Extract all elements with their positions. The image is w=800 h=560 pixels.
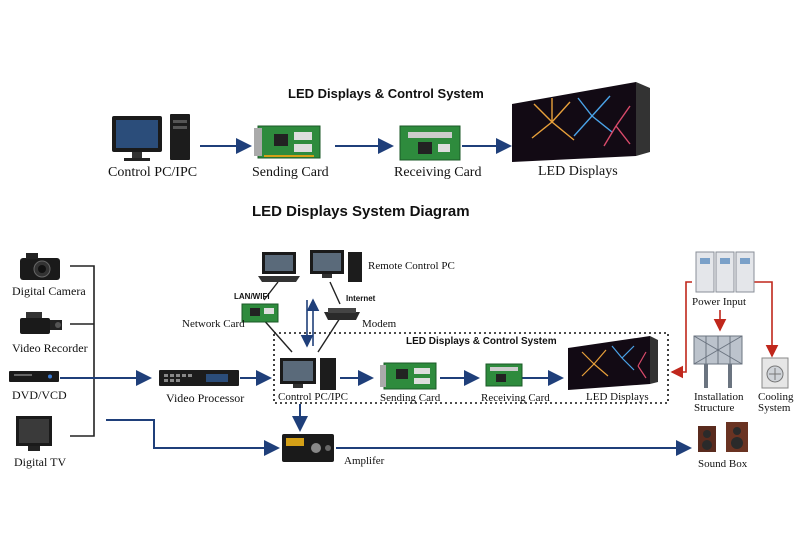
arrow-to-amplifier xyxy=(106,419,280,456)
cooling-line-2: System xyxy=(758,402,791,414)
led-display-icon xyxy=(512,82,652,173)
dvd-player-icon xyxy=(8,368,60,389)
system-title: LED Displays System Diagram xyxy=(252,203,470,220)
installation-structure-icon xyxy=(692,332,744,395)
control-pc-ipc-icon xyxy=(278,356,338,397)
installation-line-2: Structure xyxy=(694,402,735,414)
top-sending-label: Sending Card xyxy=(252,165,329,180)
remote-desktop-pc-icon xyxy=(308,248,364,289)
network-card-icon xyxy=(240,302,280,329)
modem-icon xyxy=(322,306,362,327)
laptop-icon xyxy=(256,250,302,289)
video-processor-label: Video Processor xyxy=(166,391,245,405)
lan-wifi-label: LAN/WIFI xyxy=(234,292,270,301)
box-title: LED Displays & Control System xyxy=(406,336,557,347)
digital-camera-icon xyxy=(18,250,62,287)
power-cabinet-icon xyxy=(694,250,756,299)
source-label-recorder: Video Recorder xyxy=(12,341,88,355)
power-to-display xyxy=(670,281,692,379)
network-card-label: Network Card xyxy=(182,318,245,330)
remote-pc-label: Remote Control PC xyxy=(368,260,455,272)
sound-box-label: Sound Box xyxy=(698,458,748,470)
receiving-card-icon xyxy=(398,124,462,167)
internet-label: Internet xyxy=(346,294,376,303)
system-led-display-icon xyxy=(568,336,660,397)
digital-tv-icon xyxy=(14,414,54,459)
amplifier-label: Amplifer xyxy=(344,455,385,467)
cooling-label: Cooling System xyxy=(758,392,793,414)
video-recorder-icon xyxy=(16,310,64,345)
source-label-camera: Digital Camera xyxy=(12,284,86,298)
sound-box-icon xyxy=(696,420,750,459)
source-label-dvd: DVD/VCD xyxy=(12,388,67,402)
control-pc-label: Control PC/IPC xyxy=(278,391,348,403)
top-title: LED Displays & Control System xyxy=(288,86,484,101)
sending-card-icon xyxy=(254,122,324,167)
cooling-line-1: Cooling xyxy=(758,391,794,403)
modem-label: Modem xyxy=(362,318,397,330)
system-sending-label: Sending Card xyxy=(380,392,441,404)
system-sending-card-icon xyxy=(380,360,438,397)
installation-line-1: Installation xyxy=(694,391,744,403)
source-label-tv: Digital TV xyxy=(14,455,67,469)
video-processor-icon xyxy=(158,368,240,393)
system-receiving-label: Receiving Card xyxy=(481,392,550,404)
installation-label: Installation Structure xyxy=(694,392,744,414)
top-receiving-label: Receiving Card xyxy=(394,165,482,180)
top-pc-label: Control PC/IPC xyxy=(108,165,198,180)
amplifier-icon xyxy=(280,432,336,469)
control-system-box xyxy=(273,332,669,404)
top-display-label: LED Displays xyxy=(538,164,618,179)
source-bracket xyxy=(70,265,95,437)
power-input-label: Power Input xyxy=(692,296,747,308)
power-to-cooling xyxy=(754,281,779,358)
system-receiving-card-icon xyxy=(484,362,524,393)
cooling-unit-icon xyxy=(760,356,790,395)
system-display-label: LED Displays xyxy=(586,391,649,403)
control-pc-icon xyxy=(110,112,194,169)
